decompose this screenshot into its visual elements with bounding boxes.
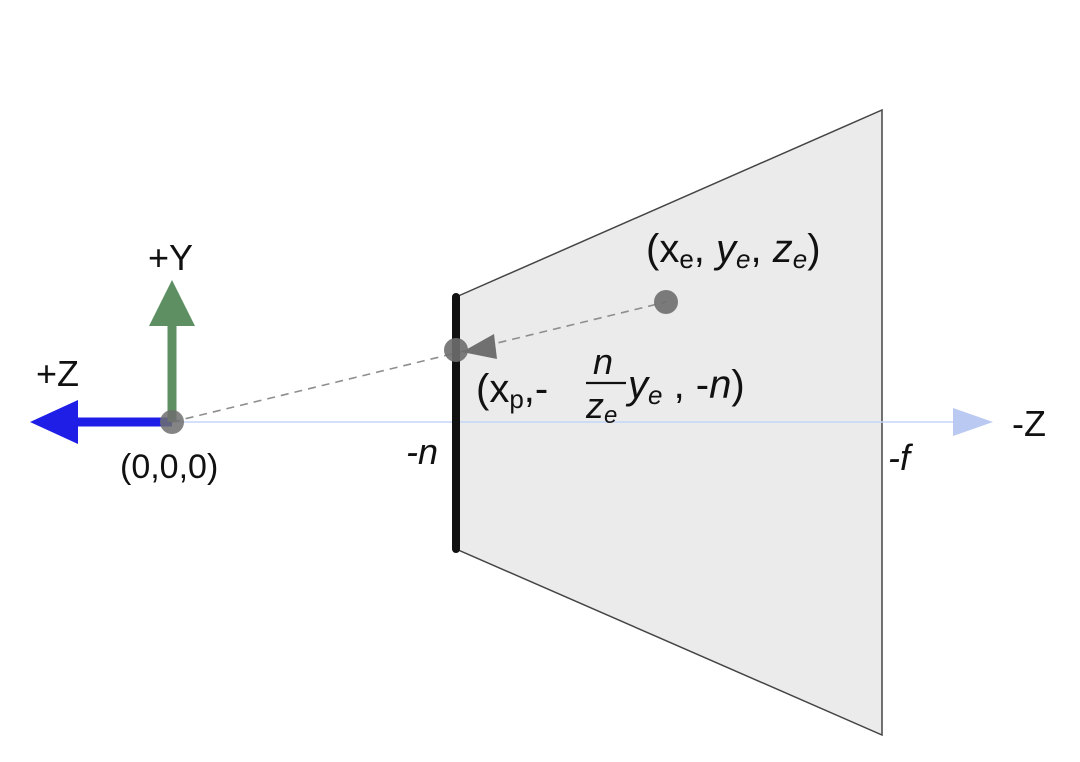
projection-ray — [171, 301, 667, 423]
minus-z-label: -Z — [1012, 403, 1046, 444]
eye-point-label: (xe, ye, ze) — [646, 227, 821, 274]
projected-point-dot — [444, 338, 468, 362]
origin-point — [160, 410, 184, 434]
projection-arrowhead — [462, 334, 497, 359]
plus-z-arrowhead — [30, 400, 78, 444]
eye-point-dot — [654, 290, 678, 314]
svg-text:(xp,-: (xp,- — [476, 367, 548, 414]
fraction-numerator: n — [593, 341, 613, 382]
fraction-denominator: ze — [585, 385, 617, 429]
plus-z-label: +Z — [36, 353, 79, 394]
plus-y-label: +Y — [148, 237, 193, 278]
minus-z-arrowhead — [953, 408, 993, 436]
plus-y-arrowhead — [149, 280, 195, 326]
projected-point-label: (xp,- n ze ye , -n) — [476, 341, 745, 429]
svg-text:ye , -n): ye , -n) — [625, 363, 745, 410]
far-plane-label: -f — [888, 437, 914, 478]
origin-label: (0,0,0) — [120, 448, 218, 486]
near-plane-label: -n — [406, 431, 438, 472]
